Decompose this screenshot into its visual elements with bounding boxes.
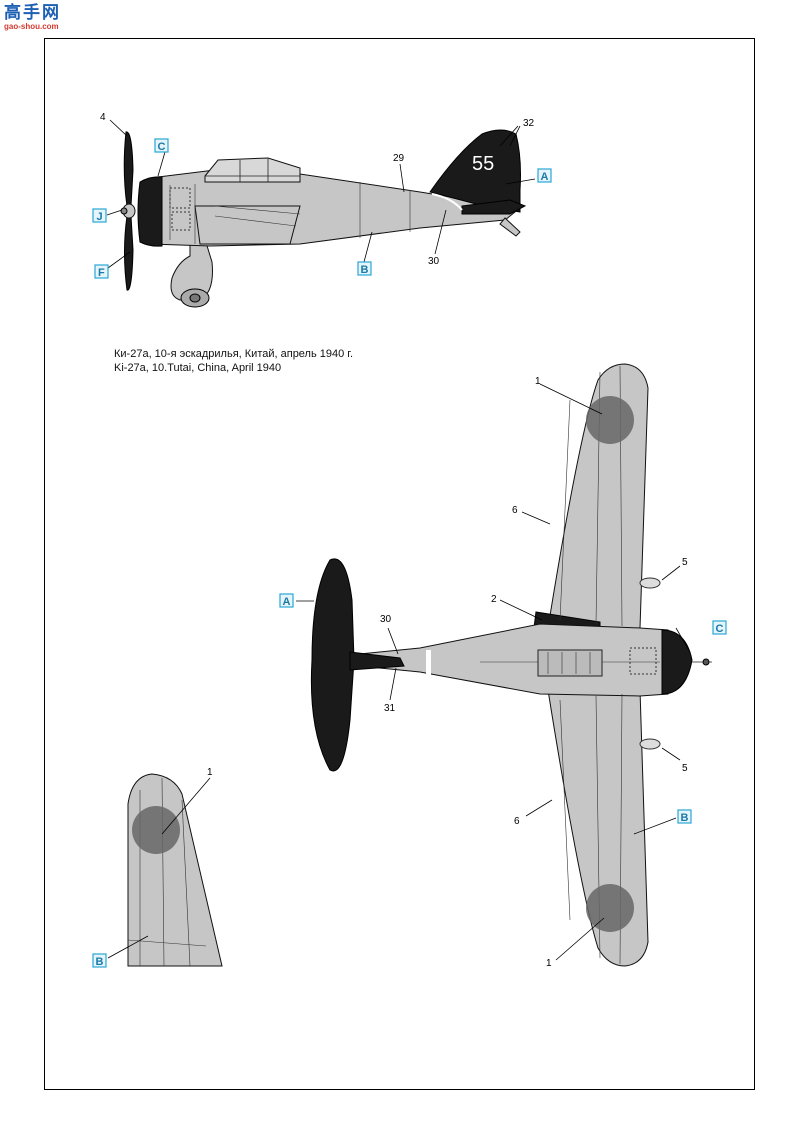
watermark-site-name: 高手网 — [4, 3, 61, 22]
tag-C-top: C — [712, 620, 727, 635]
callout-2: 2 — [491, 594, 497, 605]
svg-text:A: A — [283, 596, 291, 608]
callout-31: 31 — [384, 703, 396, 714]
callout-6-lower: 6 — [514, 816, 520, 827]
caption-russian: Ки-27а, 10-я эскадрилья, Китай, апрель 1… — [114, 348, 354, 360]
side-propeller — [120, 131, 136, 291]
wing-detail: 1 B — [92, 767, 223, 968]
caption-english: Ki-27a, 10.Tutai, China, April 1940 — [114, 362, 282, 374]
callout-30-top: 30 — [380, 614, 392, 625]
tag-B-side: B — [357, 261, 372, 276]
tag-B-top: B — [677, 809, 692, 824]
watermark-logo: 高手网 gao-shou.com — [4, 4, 74, 38]
callout-1-lower: 1 — [546, 958, 552, 969]
drawing-frame — [44, 38, 755, 1090]
roundel-lower-wing — [586, 884, 634, 932]
callout-5-lower: 5 — [682, 763, 688, 774]
side-landing-gear — [170, 235, 213, 308]
top-cowling — [661, 629, 693, 695]
roundel-wing-detail — [132, 806, 180, 854]
roundel-upper-wing — [586, 396, 634, 444]
tag-J-side: J — [92, 208, 107, 223]
svg-text:J: J — [97, 211, 103, 223]
callout-32: 32 — [523, 118, 535, 129]
wing-detail-panel — [127, 773, 223, 967]
tag-A-top: A — [279, 593, 294, 608]
side-tailplane — [461, 199, 527, 215]
callout-1-upper: 1 — [535, 376, 541, 387]
top-view: 1 6 2 5 30 31 5 6 1 A C B — [279, 363, 727, 969]
fuselage-number: 55 — [472, 153, 494, 175]
callout-5-upper: 5 — [682, 557, 688, 568]
callout-30: 30 — [428, 256, 440, 267]
callout-4: 4 — [100, 112, 106, 123]
callout-1-detail: 1 — [207, 767, 213, 778]
side-canopy — [204, 157, 301, 183]
svg-text:F: F — [98, 267, 105, 279]
side-tail-fin — [429, 129, 521, 213]
callout-29: 29 — [393, 153, 405, 164]
svg-text:A: A — [541, 171, 549, 183]
tag-F-side: F — [94, 264, 109, 279]
tag-B-detail: B — [92, 953, 107, 968]
svg-text:C: C — [716, 623, 724, 635]
svg-text:B: B — [681, 812, 689, 824]
side-view: 55 4 29 32 30 — [92, 112, 552, 308]
tag-A-side: A — [537, 168, 552, 183]
tag-C-side: C — [154, 138, 169, 153]
top-fuselage — [349, 623, 669, 697]
top-tailplane — [310, 558, 355, 772]
side-cowling — [137, 176, 163, 247]
svg-text:B: B — [361, 264, 369, 276]
svg-text:B: B — [96, 956, 104, 968]
callout-6-upper: 6 — [512, 505, 518, 516]
svg-text:C: C — [158, 141, 166, 153]
watermark-site-url: gao-shou.com — [4, 22, 59, 31]
